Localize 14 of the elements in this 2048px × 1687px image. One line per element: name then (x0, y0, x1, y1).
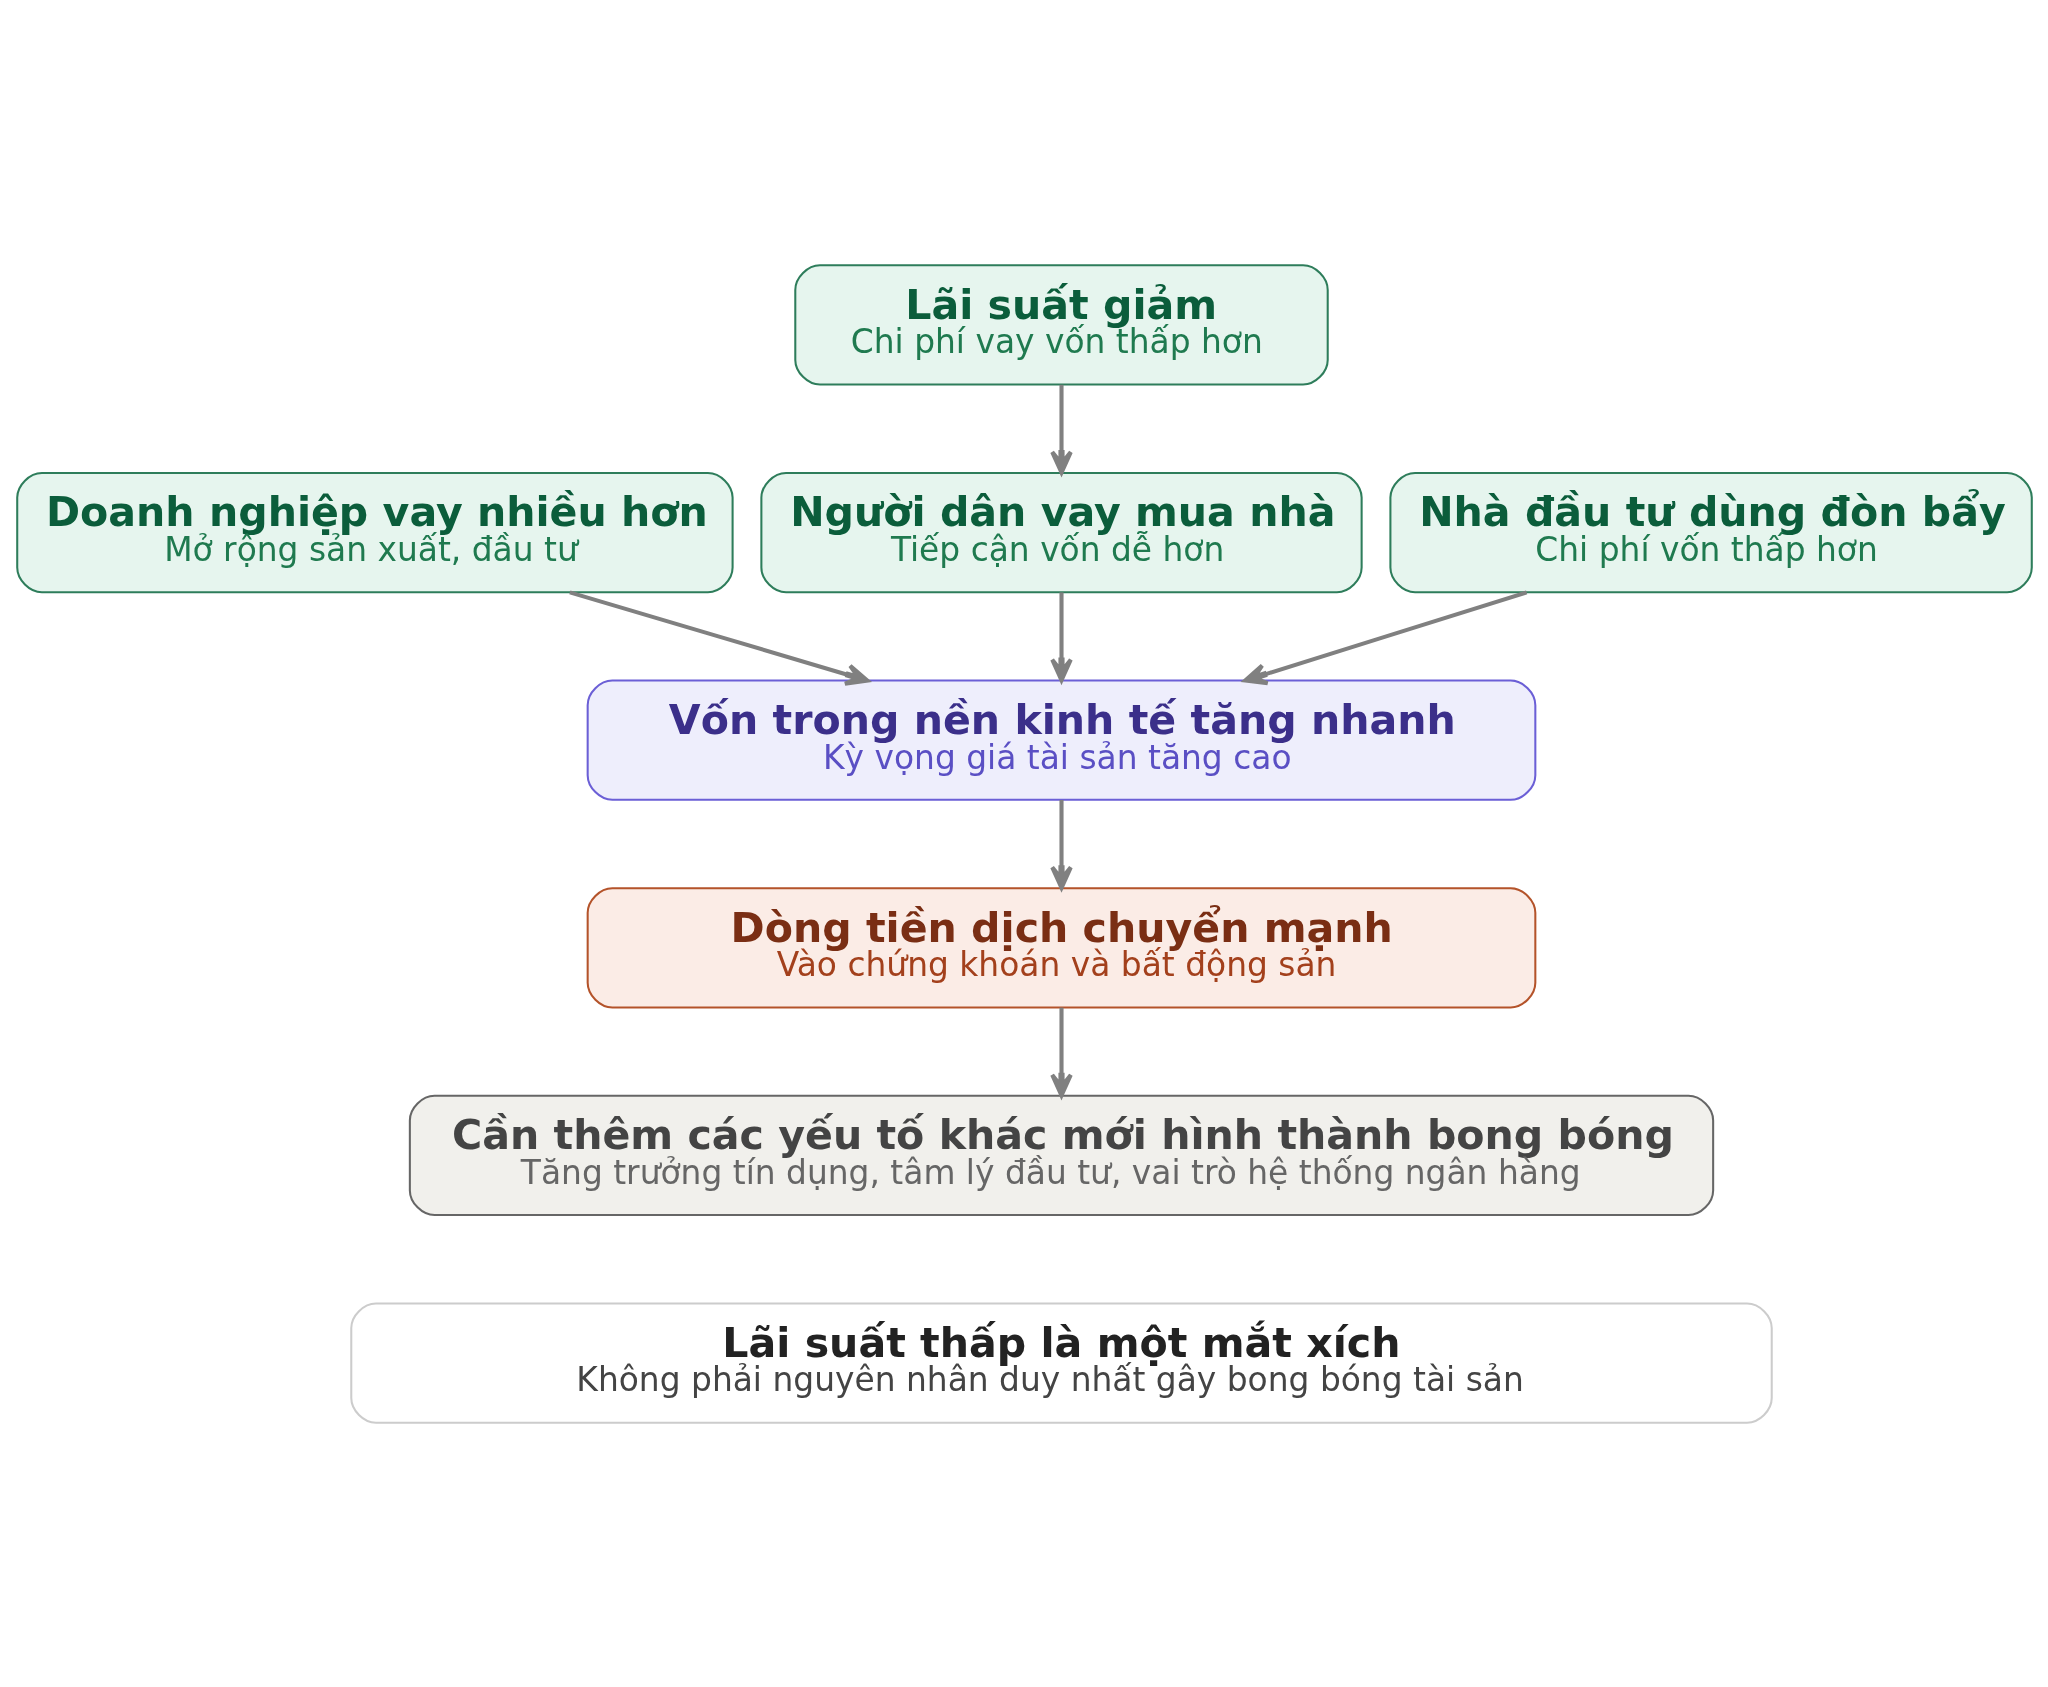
arrow (1049, 1007, 1073, 1098)
arrow (1049, 799, 1073, 890)
node-box: Dòng tiền dịch chuyển mạnh Vào chứng khoán và bất động sản (586, 886, 1536, 1008)
node-box: Lãi suất thấp là một mắt xích Không phải nguyên nhân duy nhất gây bong bóng tài sản (349, 1301, 1773, 1424)
arrow (568, 589, 869, 686)
node-box: Lãi suất giảm Chi phí vay vốn thấp hơn (793, 263, 1329, 386)
node-box: Người dân vay mua nhà Tiếp cận vốn dễ hơn (759, 471, 1363, 593)
node-box: Cần thêm các yếu tố khác mới hình thành bong bóng Tăng trưởng tín dụng, tâm lý đầu tư, vai trò hệ thống ngân hàng (408, 1094, 1714, 1216)
node-box: Nhà đầu tư dùng đòn bẩy Chi phí vốn thấp hơn (1388, 471, 2033, 593)
arrow (1242, 589, 1527, 685)
arrow (1049, 384, 1073, 475)
node-box: Vốn trong nền kinh tế tăng nhanh Kỳ vọng giá tài sản tăng cao (586, 679, 1536, 801)
arrow (1049, 591, 1073, 682)
node-box: Doanh nghiệp vay nhiều hơn Mở rộng sản xuất, đầu tư (15, 471, 734, 593)
